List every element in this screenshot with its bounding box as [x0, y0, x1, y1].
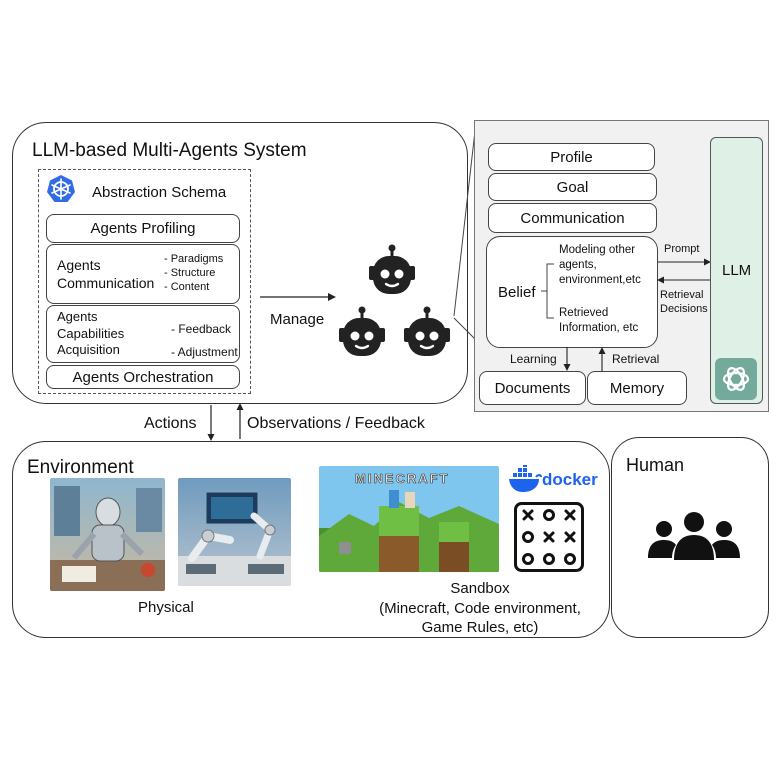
llm-label: LLM — [722, 262, 752, 279]
robot-icon — [366, 244, 418, 298]
comm-label-line-1: Agents — [57, 256, 101, 273]
sandbox-line: Game Rules, etc) — [421, 619, 539, 636]
retrieval-decisions-line: Decisions — [660, 303, 708, 316]
goal-box: Goal — [488, 173, 657, 201]
zoom-lines — [453, 121, 477, 341]
retrieval-decisions-label: Retrieval Decisions — [660, 288, 708, 317]
comm-item: - Structure — [164, 266, 216, 279]
belief-item-retrieved: Retrieved Information, etc — [559, 306, 638, 336]
agents-profiling-label: Agents Profiling — [90, 220, 196, 237]
retrieval-decisions-line: Retrieval — [660, 289, 704, 301]
profile-box: Profile — [488, 143, 655, 171]
prompt-arrow — [658, 258, 711, 266]
agents-communication-box: Agents Communication - Paradigms - Struc… — [46, 244, 240, 304]
belief-text: agents, — [559, 258, 597, 271]
learning-arrow — [563, 347, 571, 371]
actions-label: Actions — [144, 415, 197, 432]
cap-item: - Adjustment — [171, 344, 238, 359]
agents-orchestration-box: Agents Orchestration — [46, 365, 240, 389]
robot-icon — [336, 306, 388, 360]
belief-bracket — [541, 263, 554, 319]
docker-icon — [508, 465, 542, 493]
schema-title: Abstraction Schema — [92, 184, 227, 201]
cap-label-line-3: Acquisition — [57, 342, 120, 358]
robot-arm-photo-icon — [178, 478, 291, 586]
communication-label: Communication — [520, 209, 625, 227]
comm-item: - Paradigms — [164, 253, 224, 265]
manage-arrow — [260, 293, 336, 301]
sandbox-caption: Sandbox (Minecraft, Code environment, Ga… — [360, 579, 600, 638]
prompt-label: Prompt — [664, 243, 700, 255]
comm-item: - Content — [164, 280, 210, 293]
robot-icon — [401, 306, 453, 360]
belief-label: Belief — [498, 284, 536, 301]
sandbox-line: (Minecraft, Code environment, — [379, 599, 581, 617]
minecraft-logo: MINECRAFT — [355, 471, 450, 486]
belief-text: Information, etc — [559, 321, 639, 334]
memory-label: Memory — [609, 379, 665, 397]
profile-label: Profile — [550, 148, 593, 166]
memory-box: Memory — [587, 371, 687, 405]
environment-title: Environment — [27, 457, 134, 478]
openai-icon — [715, 358, 757, 400]
minecraft-scene-icon: MINECRAFT — [319, 466, 499, 572]
retrieval-arrow — [598, 347, 606, 371]
physical-label: Physical — [138, 599, 194, 616]
documents-label: Documents — [494, 379, 571, 397]
agents-profiling-box: Agents Profiling — [46, 214, 240, 243]
actions-arrow — [207, 405, 215, 441]
kubernetes-icon — [46, 174, 76, 204]
documents-box: Documents — [479, 371, 586, 405]
human-group-icon — [646, 510, 742, 560]
cap-item: - Feedback — [171, 322, 232, 336]
comm-label-line-2: Communication — [57, 275, 155, 291]
retrieval-decisions-arrow — [657, 276, 710, 284]
agents-capabilities-box: Agents Capabilities Acquisition - Feedba… — [46, 305, 240, 363]
retrieval-label: Retrieval — [612, 352, 660, 366]
belief-text: environment,etc — [559, 273, 641, 286]
learning-label: Learning — [510, 352, 557, 366]
belief-box — [486, 236, 658, 348]
observations-label: Observations / Feedback — [247, 415, 425, 432]
human-title: Human — [626, 455, 685, 475]
system-title: LLM-based Multi-Agents System — [32, 140, 307, 161]
agents-orchestration-label: Agents Orchestration — [72, 368, 214, 386]
sandbox-line: Sandbox — [450, 580, 510, 597]
robot-photo-icon — [50, 478, 165, 591]
docker-logo: docker — [542, 470, 598, 489]
abstraction-schema-box — [38, 169, 251, 394]
belief-item-modeling: Modeling other agents, environment,etc — [559, 243, 641, 288]
communication-box: Communication — [488, 203, 657, 233]
observations-arrow — [236, 403, 244, 439]
tic-tac-toe-icon — [514, 502, 584, 572]
manage-label: Manage — [270, 311, 325, 328]
belief-text: Retrieved — [559, 307, 609, 319]
cap-label-line-1: Agents — [57, 308, 98, 324]
goal-label: Goal — [556, 178, 589, 196]
cap-label-line-2: Capabilities — [57, 325, 125, 341]
belief-text: Modeling other — [559, 244, 636, 256]
